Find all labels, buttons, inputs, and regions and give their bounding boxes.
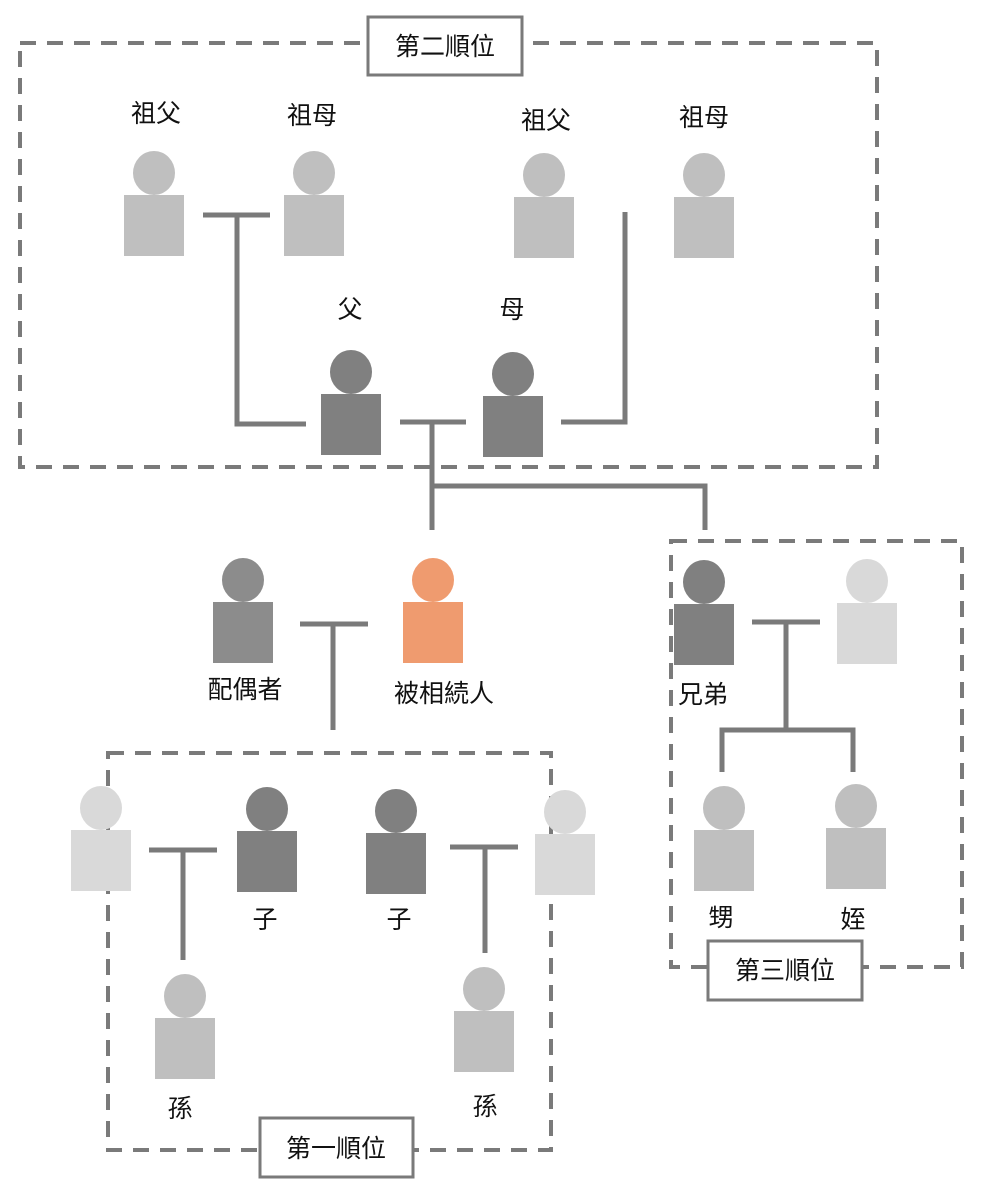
person-grandmother-paternal: 祖母 (284, 101, 344, 256)
person-label: 父 (337, 295, 362, 324)
person-body-icon (366, 833, 426, 894)
person-body-icon (155, 1018, 215, 1079)
person-label: 子 (386, 905, 411, 934)
person-label: 子 (252, 905, 277, 934)
person-label: 被相続人 (394, 679, 494, 708)
person-body-icon (837, 603, 897, 664)
person-spouse: 配偶者 (207, 558, 283, 704)
person-label: 甥 (708, 903, 733, 932)
person-child-1: 子 (237, 787, 297, 934)
person-label: 祖父 (521, 106, 571, 135)
person-head-icon (246, 787, 288, 831)
person-deceased: 被相続人 (394, 558, 494, 708)
person-head-icon (544, 790, 586, 834)
person-grandmother-maternal: 祖母 (674, 103, 734, 258)
line-maternal-to-mother (561, 212, 628, 425)
person-body-icon (514, 197, 574, 258)
person-body-icon (674, 604, 734, 665)
person-body-icon (483, 396, 543, 457)
person-head-icon (375, 789, 417, 833)
connector-lines (149, 212, 856, 960)
person-head-icon (683, 153, 725, 197)
person-label: 兄弟 (678, 680, 728, 709)
person-mother: 母 (483, 295, 543, 457)
line-paternal-to-father (234, 215, 306, 427)
person-head-icon (330, 350, 372, 394)
person-grandfather-maternal: 祖父 (514, 106, 574, 258)
person-grandchild-1: 孫 (155, 974, 215, 1123)
person-label: 祖母 (287, 101, 337, 130)
line-nephew-niece-branch (719, 727, 856, 772)
person-label: 孫 (167, 1094, 192, 1123)
group-frame-third (669, 539, 964, 969)
person-sibling: 兄弟 (674, 560, 734, 709)
person-body-icon (284, 195, 344, 256)
person-body-icon (71, 830, 131, 891)
person-body-icon (826, 828, 886, 889)
person-body-icon (403, 602, 463, 663)
person-sibling-spouse (837, 559, 897, 664)
group-tag-third-label: 第三順位 (735, 956, 835, 985)
person-head-icon (133, 151, 175, 195)
group-tag-second-label: 第二順位 (395, 32, 495, 61)
person-head-icon (835, 784, 877, 828)
person-grandchild-2: 孫 (454, 967, 514, 1121)
person-head-icon (492, 352, 534, 396)
person-head-icon (846, 559, 888, 603)
person-label: 配偶者 (207, 675, 282, 704)
group-tag-third: 第三順位 (706, 939, 864, 1002)
person-head-icon (412, 558, 454, 602)
person-body-icon (321, 394, 381, 455)
group-frame-second (18, 41, 879, 469)
person-head-icon (683, 560, 725, 604)
group-tag-first-label: 第一順位 (286, 1134, 386, 1163)
person-head-icon (523, 153, 565, 197)
person-child-1-spouse (71, 786, 131, 891)
line-parents-to-sibling (432, 483, 708, 530)
person-child-2-spouse (535, 790, 595, 895)
group-tag-first: 第一順位 (258, 1116, 415, 1179)
person-label: 祖母 (679, 103, 729, 132)
person-grandfather-paternal: 祖父 (124, 99, 184, 256)
person-body-icon (535, 834, 595, 895)
person-body-icon (674, 197, 734, 258)
person-body-icon (237, 831, 297, 892)
person-nephew: 甥 (694, 786, 754, 932)
person-body-icon (694, 830, 754, 891)
person-head-icon (80, 786, 122, 830)
person-head-icon (463, 967, 505, 1011)
person-head-icon (293, 151, 335, 195)
person-niece: 姪 (826, 784, 886, 934)
person-label: 孫 (472, 1092, 497, 1121)
person-label: 母 (499, 295, 524, 324)
person-label: 祖父 (131, 99, 181, 128)
person-body-icon (124, 195, 184, 256)
person-label: 姪 (840, 905, 865, 934)
person-head-icon (703, 786, 745, 830)
person-body-icon (213, 602, 273, 663)
person-body-icon (454, 1011, 514, 1072)
person-head-icon (222, 558, 264, 602)
group-tag-second: 第二順位 (366, 15, 524, 77)
person-child-2: 子 (366, 789, 426, 934)
person-head-icon (164, 974, 206, 1018)
person-father: 父 (321, 295, 381, 455)
